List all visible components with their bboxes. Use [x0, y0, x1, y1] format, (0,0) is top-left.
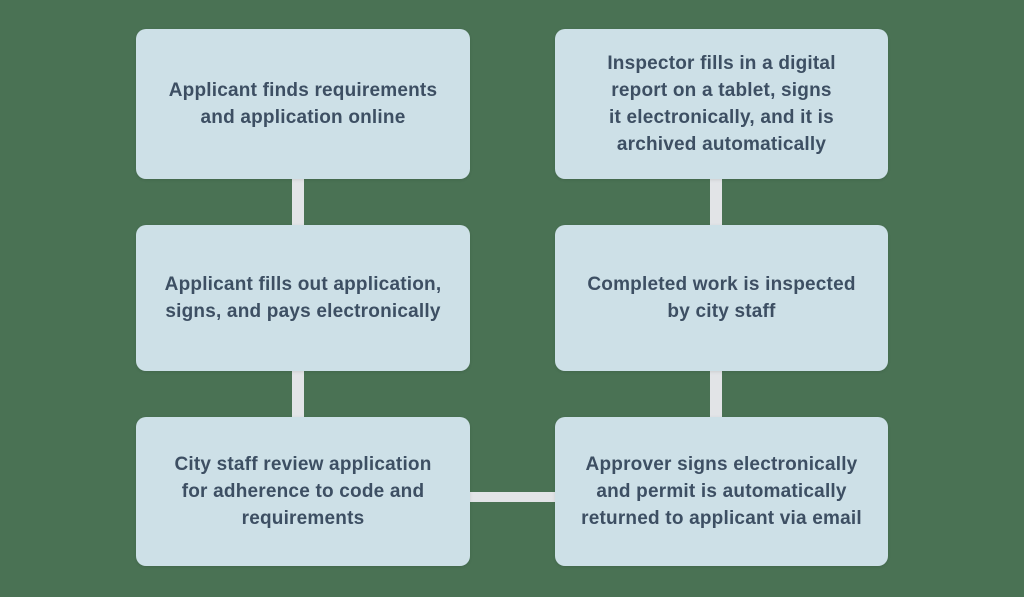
flow-step-applicant-fills-application: Applicant fills out application, signs, …	[136, 225, 470, 371]
flow-step-work-inspected: Completed work is inspected by city staf…	[555, 225, 888, 371]
flow-step-label: Applicant fills out application, signs, …	[164, 274, 442, 322]
connector-inspect-to-report	[710, 178, 722, 226]
connector-review-to-approver	[469, 492, 556, 502]
flow-step-label: City staff review application for adhere…	[174, 454, 432, 529]
flow-step-label: Completed work is inspected by city staf…	[587, 274, 856, 322]
flow-step-label: Inspector fills in a digital report on a…	[607, 53, 836, 155]
flow-step-applicant-finds-requirements: Applicant finds requirements and applica…	[136, 29, 470, 179]
connector-fill-to-review	[292, 370, 304, 418]
connector-find-to-fill	[292, 178, 304, 226]
flow-step-approver-signs: Approver signs electronically and permit…	[555, 417, 888, 566]
connector-approver-to-inspect	[710, 370, 722, 418]
flow-step-label: Applicant finds requirements and applica…	[168, 80, 438, 128]
flow-step-inspector-digital-report: Inspector fills in a digital report on a…	[555, 29, 888, 179]
flow-step-city-staff-review: City staff review application for adhere…	[136, 417, 470, 566]
flow-step-label: Approver signs electronically and permit…	[581, 454, 862, 529]
